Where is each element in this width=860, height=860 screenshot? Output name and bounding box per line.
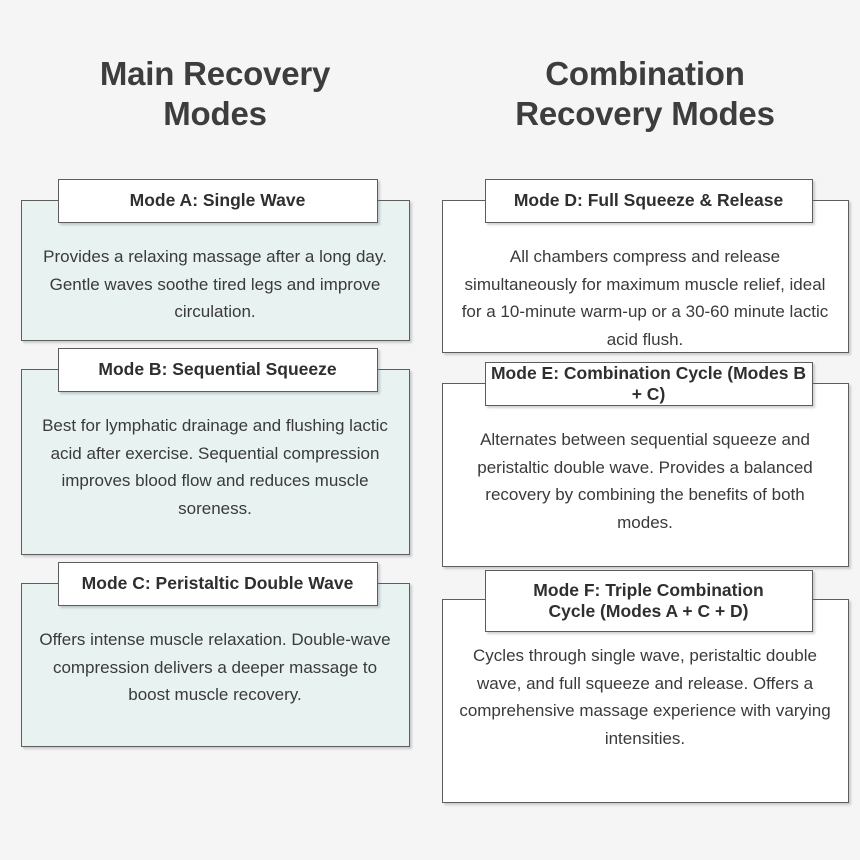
card-title-mode-b: Mode B: Sequential Squeeze [57, 348, 378, 392]
card-mode-f[interactable]: Mode F: Triple Combination Cycle (Modes … [441, 570, 849, 803]
column-heading-combination: Combination Recovery Modes [480, 54, 810, 135]
card-title-mode-d-line1: Mode D: Full Squeeze & Release [513, 190, 784, 211]
columns-container: Main Recovery Modes Mode A: Single Wave … [0, 0, 860, 803]
card-body-mode-a: Provides a relaxing massage after a long… [43, 247, 387, 322]
card-body-mode-d: All chambers compress and release simult… [461, 247, 829, 349]
card-title-mode-d: Mode D: Full Squeeze & Release [484, 179, 813, 223]
card-title-mode-a: Mode A: Single Wave [57, 179, 378, 223]
card-title-mode-f-line1: Mode F: Triple Combination [533, 579, 764, 600]
card-mode-b[interactable]: Mode B: Sequential Squeeze Best for lymp… [20, 348, 410, 555]
card-body-mode-c: Offers intense muscle relaxation. Double… [39, 630, 391, 705]
cards-list-main: Mode A: Single Wave Provides a relaxing … [0, 179, 430, 747]
card-title-mode-f-line2: Cycle (Modes A + C + D) [548, 601, 749, 621]
column-heading-combination-line2: Recovery Modes [515, 95, 775, 133]
card-title-mode-c: Mode C: Peristaltic Double Wave [57, 562, 378, 606]
card-title-mode-e: Mode E: Combination Cycle (Modes B + C) [484, 362, 813, 406]
card-title-mode-b-line1: Mode B: Sequential Squeeze [98, 359, 337, 380]
heading-block-right: Combination Recovery Modes [430, 0, 860, 200]
card-mode-e[interactable]: Mode E: Combination Cycle (Modes B + C) … [441, 362, 849, 567]
card-mode-c[interactable]: Mode C: Peristaltic Double Wave Offers i… [20, 562, 410, 747]
card-body-mode-b: Best for lymphatic drainage and flushing… [42, 416, 388, 518]
card-body-mode-f: Cycles through single wave, peristaltic … [459, 646, 831, 748]
column-heading-main-line1: Main Recovery [99, 55, 331, 92]
column-heading-main: Main Recovery Modes [50, 54, 380, 135]
heading-block-left: Main Recovery Modes [0, 0, 430, 200]
column-heading-main-line2: Modes [163, 95, 267, 133]
column-heading-combination-line1: Combination [545, 55, 745, 92]
card-title-mode-a-line1: Mode A: Single Wave [129, 190, 306, 211]
column-combination-recovery-modes: Combination Recovery Modes Mode D: Full … [430, 0, 860, 803]
card-body-mode-e: Alternates between sequential squeeze an… [477, 430, 813, 532]
column-main-recovery-modes: Main Recovery Modes Mode A: Single Wave … [0, 0, 430, 803]
card-title-mode-f: Mode F: Triple Combination Cycle (Modes … [484, 570, 813, 632]
card-title-mode-c-line1: Mode C: Peristaltic Double Wave [81, 573, 354, 594]
card-mode-d[interactable]: Mode D: Full Squeeze & Release All chamb… [441, 179, 849, 353]
card-title-mode-e-line1: Mode E: Combination Cycle (Modes B + C) [490, 362, 807, 404]
card-mode-a[interactable]: Mode A: Single Wave Provides a relaxing … [20, 179, 410, 341]
cards-list-combination: Mode D: Full Squeeze & Release All chamb… [430, 179, 860, 803]
